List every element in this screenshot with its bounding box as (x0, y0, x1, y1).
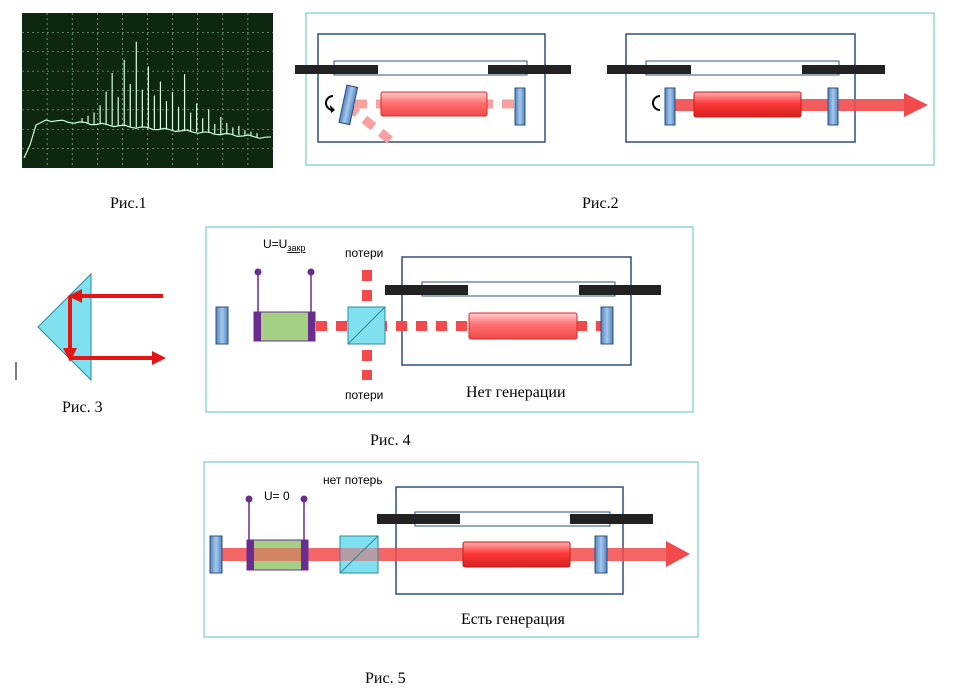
resonator-housing (395, 486, 624, 595)
pockels-cell (245, 495, 309, 571)
fig2-panel (295, 12, 935, 166)
bar-left (377, 514, 460, 524)
fig4-caption: Рис. 4 (370, 432, 411, 449)
fig4-loss-top: потери (345, 246, 383, 260)
laser-rod (462, 541, 571, 568)
fig5-loss-label: нет потерь (323, 473, 383, 487)
incident-arrowhead-icon (68, 289, 82, 303)
electrode-terminal (254, 268, 262, 276)
fig5-caption: Рис. 5 (365, 670, 406, 687)
rear-mirror (215, 306, 229, 345)
rotating-mirror (338, 84, 359, 126)
fig4-loss-bottom: потери (345, 388, 383, 402)
bar-left (295, 65, 378, 74)
fig2-caption: Рис.2 (582, 195, 619, 212)
rear-mirror (664, 87, 676, 126)
scope-grid (22, 13, 273, 168)
electrode-terminal (245, 495, 253, 503)
resonator-housing (317, 33, 546, 143)
bar-right (488, 65, 571, 74)
electrode-terminal (307, 268, 315, 276)
internal-arrowhead-icon (63, 348, 77, 362)
resonator-housing (625, 33, 856, 143)
fig4-voltage-label: U=Uзакр (263, 237, 305, 253)
rotation-arrow-icon (652, 95, 661, 111)
electrode-terminal (300, 495, 308, 503)
fig2-frame (305, 12, 935, 166)
polarizer-cube (339, 535, 379, 574)
fig5-voltage-label: U= 0 (264, 489, 290, 503)
output-mirror (827, 87, 839, 126)
bar-right (570, 514, 653, 524)
fig2-left-resonator (295, 33, 571, 144)
fig1-caption: Рис.1 (110, 195, 147, 212)
bar-left (607, 65, 691, 74)
fig4-status: Нет генерации (466, 384, 566, 401)
output-mirror (514, 87, 526, 126)
prism-triangle (37, 272, 92, 382)
fig3-caption: Рис. 3 (62, 399, 103, 416)
polarizer-cube (347, 306, 386, 345)
bar-right (802, 65, 885, 74)
beam-arrow-icon (904, 93, 928, 117)
fig1-oscilloscope (22, 13, 273, 168)
fig2-right-resonator (607, 33, 928, 143)
deflected-beam (345, 102, 393, 144)
output-mirror (594, 535, 608, 574)
scope-peaks (81, 41, 258, 137)
beam-arrow-icon (666, 541, 690, 567)
rear-mirror (209, 535, 223, 574)
fig5-frame (203, 461, 699, 638)
scope-trace (23, 119, 272, 159)
fig5-status: Есть генерация (461, 611, 566, 628)
output-mirror (600, 306, 614, 345)
fig4-frame (205, 226, 694, 413)
reflected-arrowhead-icon (152, 351, 166, 365)
laser-rod (693, 91, 802, 118)
rotation-arrowhead-icon (330, 105, 335, 113)
resonator-housing (401, 256, 632, 366)
fig4-panel: U=Uзакр потери потери Нет генерации (205, 226, 694, 413)
laser-rod (380, 91, 488, 117)
bar-left (385, 285, 468, 295)
pockels-cell (253, 268, 316, 342)
fig5-panel: U= 0 нет потерь Есть генерация (203, 461, 699, 638)
laser-rod (468, 312, 578, 340)
fig3-prism (15, 272, 166, 382)
bar-right (579, 285, 661, 295)
